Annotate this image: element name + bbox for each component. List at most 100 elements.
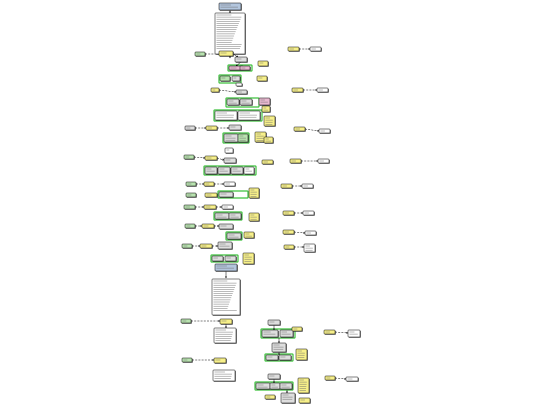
node-4 bbox=[218, 50, 234, 57]
node-94 bbox=[213, 357, 227, 364]
node-90 bbox=[295, 348, 308, 361]
connector-30 bbox=[334, 331, 349, 334]
node-18 bbox=[261, 105, 271, 113]
node-70 bbox=[289, 158, 302, 164]
node-26 bbox=[237, 133, 249, 143]
node-8 bbox=[257, 60, 269, 67]
connector-26 bbox=[293, 231, 306, 234]
node-box bbox=[347, 329, 361, 338]
node-box bbox=[213, 327, 237, 344]
node-box bbox=[297, 377, 310, 394]
node-74 bbox=[282, 210, 295, 216]
node-7 bbox=[239, 65, 251, 71]
node-box bbox=[269, 382, 281, 390]
node-53 bbox=[218, 223, 234, 230]
node-box bbox=[248, 187, 260, 199]
node-48 bbox=[214, 212, 230, 220]
node-box bbox=[228, 212, 242, 220]
node-box bbox=[230, 166, 244, 175]
node-52 bbox=[201, 223, 215, 229]
node-102 bbox=[264, 394, 276, 400]
node-73 bbox=[301, 183, 314, 189]
node-93 bbox=[181, 357, 193, 363]
node-84 bbox=[261, 329, 279, 338]
node-23 bbox=[205, 125, 218, 131]
node-13 bbox=[210, 87, 220, 93]
node-box bbox=[226, 232, 242, 240]
node-105 bbox=[345, 376, 359, 382]
node-92 bbox=[347, 329, 361, 338]
node-box bbox=[212, 369, 236, 382]
node-box bbox=[265, 354, 279, 361]
node-box bbox=[234, 56, 248, 63]
node-group-11 bbox=[260, 328, 296, 339]
node-10 bbox=[231, 75, 241, 82]
node-box bbox=[214, 110, 238, 121]
node-2 bbox=[214, 12, 246, 55]
node-87 bbox=[271, 342, 287, 353]
node-box bbox=[261, 105, 271, 113]
node-box bbox=[218, 2, 242, 11]
node-42 bbox=[204, 192, 218, 198]
node-box bbox=[258, 97, 271, 106]
node-54 bbox=[226, 232, 242, 240]
node-50 bbox=[248, 212, 260, 222]
node-9 bbox=[219, 75, 231, 82]
node-68 bbox=[293, 126, 306, 132]
node-19 bbox=[214, 110, 238, 121]
node-box bbox=[243, 231, 255, 239]
node-box bbox=[280, 392, 296, 404]
node-64 bbox=[287, 46, 300, 52]
node-81 bbox=[219, 318, 233, 325]
node-box bbox=[217, 241, 233, 250]
node-box bbox=[218, 223, 234, 230]
connector-32 bbox=[334, 377, 347, 380]
node-55 bbox=[243, 231, 255, 239]
node-85 bbox=[279, 329, 294, 338]
node-15 bbox=[226, 98, 240, 106]
node-100 bbox=[297, 377, 310, 394]
node-box bbox=[267, 373, 281, 380]
node-98 bbox=[269, 382, 281, 390]
node-45 bbox=[183, 204, 196, 210]
node-box bbox=[223, 157, 237, 164]
node-62 bbox=[214, 263, 238, 272]
node-group-10 bbox=[210, 254, 239, 263]
node-box bbox=[271, 342, 287, 353]
node-box bbox=[213, 357, 227, 364]
node-44 bbox=[248, 187, 260, 199]
node-box bbox=[224, 147, 234, 154]
node-box bbox=[218, 191, 234, 198]
node-101 bbox=[280, 392, 296, 404]
node-40 bbox=[223, 181, 236, 187]
connector-22 bbox=[304, 128, 320, 132]
node-67 bbox=[316, 87, 329, 93]
node-31 bbox=[204, 155, 218, 161]
node-79 bbox=[303, 243, 316, 253]
node-5 bbox=[234, 56, 248, 63]
node-box bbox=[267, 319, 281, 326]
node-76 bbox=[282, 229, 295, 235]
node-72 bbox=[280, 183, 293, 189]
node-box bbox=[204, 166, 218, 175]
node-49 bbox=[228, 212, 242, 220]
node-17 bbox=[258, 97, 271, 106]
node-46 bbox=[203, 204, 217, 210]
node-box bbox=[214, 212, 230, 220]
node-37 bbox=[261, 159, 274, 165]
node-35 bbox=[230, 166, 244, 175]
node-box bbox=[279, 329, 294, 338]
node-30 bbox=[183, 154, 195, 160]
node-58 bbox=[217, 241, 233, 250]
node-56 bbox=[181, 243, 193, 249]
node-36 bbox=[243, 166, 255, 175]
node-78 bbox=[283, 244, 295, 250]
node-97 bbox=[255, 382, 271, 390]
node-77 bbox=[304, 230, 317, 236]
node-104 bbox=[324, 375, 336, 381]
node-box bbox=[211, 278, 241, 316]
node-86 bbox=[291, 326, 303, 332]
connector-9 bbox=[193, 156, 206, 159]
node-103 bbox=[298, 397, 311, 404]
